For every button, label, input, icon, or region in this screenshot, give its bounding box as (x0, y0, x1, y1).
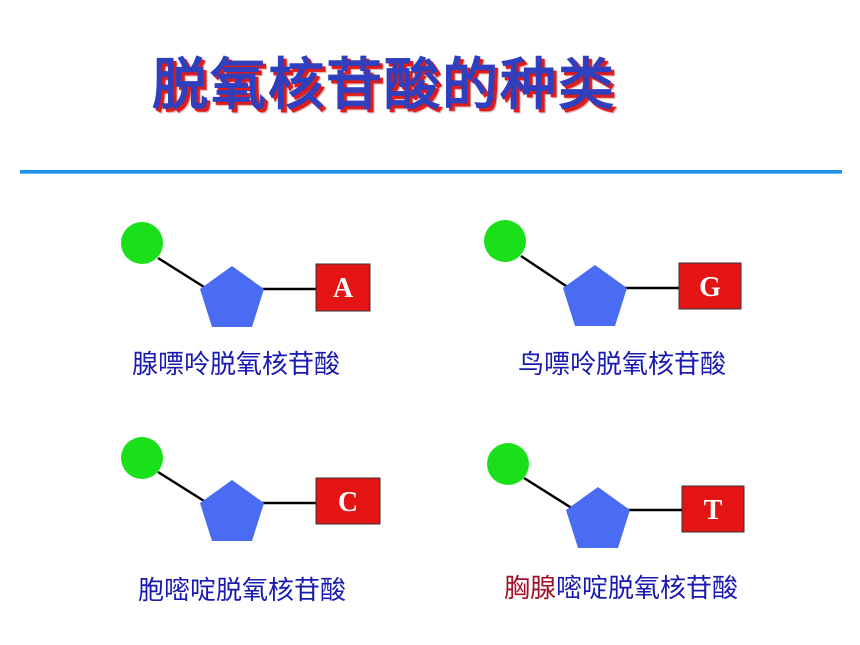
title-divider (20, 170, 842, 173)
nucleotide-g: G (484, 220, 742, 326)
base-box (678, 262, 742, 310)
phosphate-circle (484, 220, 526, 262)
caption-cytosine: 胞嘧啶脱氧核苷酸 (138, 578, 346, 604)
phosphate-circle (121, 437, 163, 479)
caption-thymine: 胸腺嘧啶脱氧核苷酸 (504, 576, 738, 602)
caption-accent-text: 胸腺 (504, 574, 557, 604)
nucleotide-t: T (487, 443, 745, 548)
page-title: 脱氧核苷酸的种类 (152, 53, 616, 118)
base-box (681, 485, 745, 533)
caption-adenine: 腺嘌呤脱氧核苷酸 (132, 352, 340, 378)
nucleotide-c: C (121, 437, 381, 541)
deoxyribose-pentagon (200, 266, 264, 327)
caption-text: 嘧啶脱氧核苷酸 (556, 574, 739, 604)
phosphate-bond (523, 476, 579, 514)
caption-text: 胞嘧啶脱氧核苷酸 (138, 576, 347, 606)
base-letter: G (699, 272, 721, 303)
caption-guanine: 鸟嘌呤脱氧核苷酸 (518, 352, 726, 378)
phosphate-circle (487, 443, 529, 485)
phosphate-circle (121, 222, 163, 264)
deoxyribose-pentagon (200, 480, 264, 541)
base-letter: C (338, 487, 358, 518)
deoxyribose-pentagon (566, 487, 630, 548)
base-letter: T (704, 495, 723, 526)
deoxyribose-pentagon (563, 265, 627, 326)
base-box (315, 477, 381, 525)
caption-text: 鸟嘌呤脱氧核苷酸 (518, 350, 727, 380)
phosphate-bond (157, 470, 213, 508)
base-box (315, 263, 371, 312)
caption-text: 腺嘌呤脱氧核苷酸 (132, 350, 341, 380)
base-letter: A (333, 273, 354, 304)
nucleotide-a: A (121, 222, 371, 327)
phosphate-bond (157, 256, 213, 294)
